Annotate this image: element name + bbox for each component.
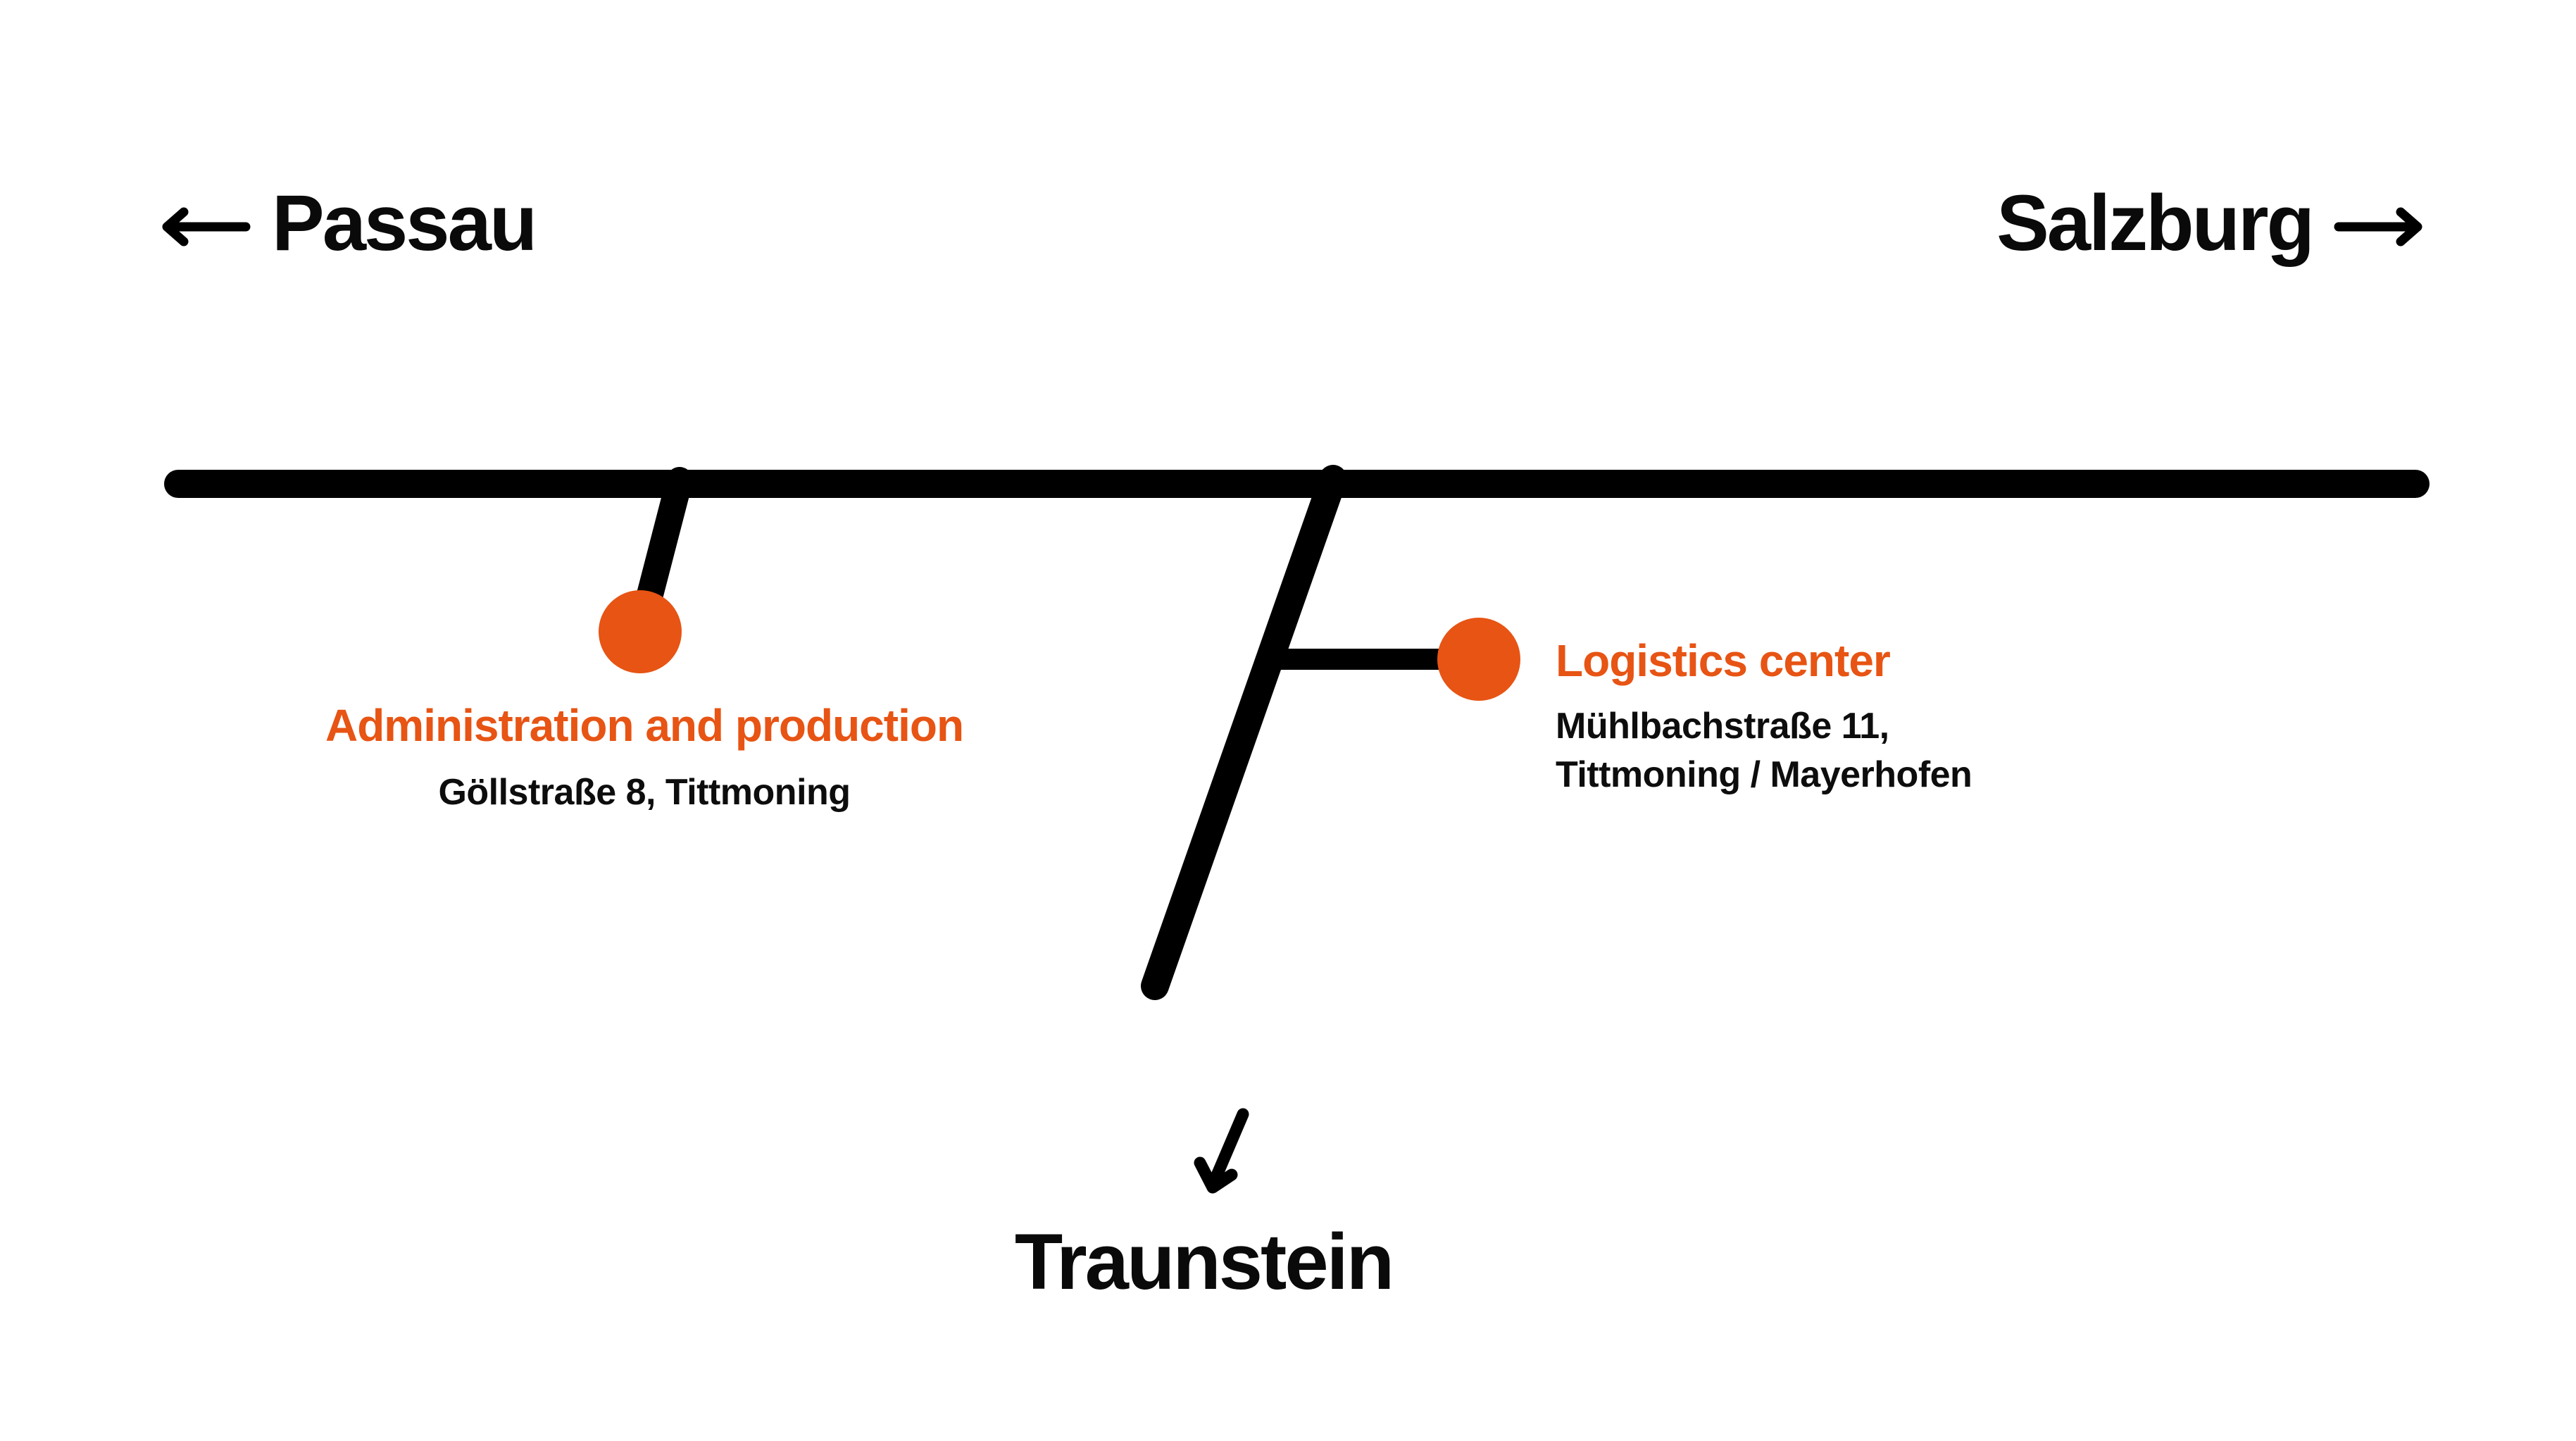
address-line: Mühlbachstraße 11, (1556, 706, 1889, 747)
destination-label: Traunstein (1014, 1218, 1394, 1306)
location-logistics: Logistics center Mühlbachstraße 11, Titt… (1556, 635, 1972, 799)
arrow-right-icon (2334, 207, 2422, 246)
direction-label-salzburg: Salzburg (1996, 179, 2315, 267)
location-title: Administration and production (325, 700, 964, 751)
direction-label-passau: Passau (272, 179, 537, 267)
location-address: Mühlbachstraße 11, Tittmoning / Mayerhof… (1556, 702, 1972, 799)
direction-passau: Passau (161, 177, 537, 268)
arrow-left-icon (162, 207, 251, 246)
location-address: Göllstraße 8, Tittmoning (438, 772, 851, 813)
admin-location-dot (599, 590, 682, 673)
traunstein-branch-line (1141, 465, 1347, 1000)
address-line: Tittmoning / Mayerhofen (1556, 754, 1972, 795)
direction-salzburg: Salzburg (1996, 177, 2424, 268)
location-administration: Administration and production Göllstraße… (325, 699, 964, 817)
admin-branch-line (636, 467, 693, 611)
arrow-down-left-icon (1194, 1108, 1249, 1194)
location-title: Logistics center (1556, 635, 1891, 686)
logistics-location-dot (1437, 618, 1520, 701)
